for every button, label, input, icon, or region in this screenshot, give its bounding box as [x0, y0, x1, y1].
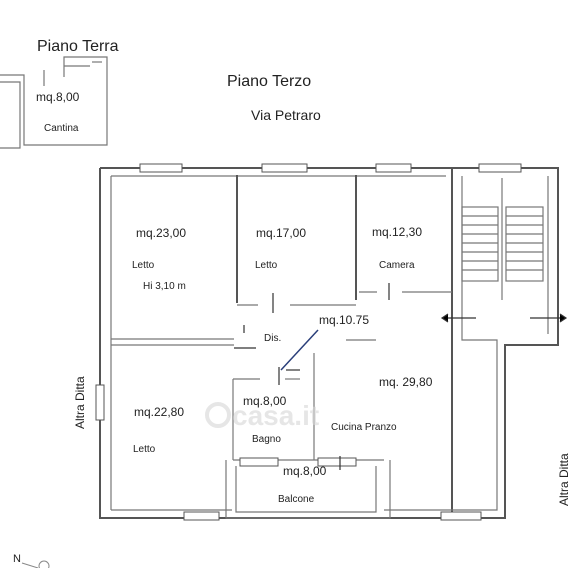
compass-north-label: N	[13, 553, 21, 565]
kitchen-name: Cucina Pranzo	[331, 422, 397, 433]
hall-pointer-line	[280, 329, 319, 371]
staircase	[440, 178, 568, 323]
doors	[234, 283, 390, 470]
ground-floor-heading: Piano Terra	[37, 38, 119, 55]
compass: N	[13, 553, 50, 568]
ceiling-height-note: Hi 3,10 m	[143, 281, 186, 292]
bedroom-3-name: Letto	[133, 444, 156, 455]
room-area: mq.12,30	[372, 225, 422, 239]
street-label: Via Petraro	[251, 107, 321, 123]
right-neighbour-label: Altra Ditta	[557, 453, 571, 506]
balcony-name: Balcone	[278, 494, 315, 505]
bathroom-area: mq.8,00	[243, 394, 287, 408]
cellar-area: mq.8,00	[36, 90, 80, 104]
balcony-area: mq.8,00	[283, 464, 327, 478]
bedroom-1-area: mq.23,00	[136, 226, 186, 240]
bedroom-2-name: Letto	[255, 260, 278, 271]
bedroom-2-area: mq.17,00	[256, 226, 306, 240]
watermark-text: casa.it	[232, 400, 319, 431]
watermark: casa.it	[205, 400, 319, 431]
windows	[95, 163, 522, 521]
cellar-name: Cantina	[44, 123, 79, 134]
bedroom-3-area: mq.22,80	[134, 405, 184, 419]
bathroom-name: Bagno	[252, 434, 281, 445]
room-name: Camera	[379, 260, 415, 271]
kitchen-area: mq. 29,80	[379, 375, 433, 389]
cellar-plan	[0, 56, 108, 149]
hall-name: Dis.	[264, 333, 281, 344]
left-neighbour-label: Altra Ditta	[73, 376, 87, 429]
third-floor-heading: Piano Terzo	[227, 73, 311, 90]
hall-area: mq.10.75	[319, 313, 369, 327]
bedroom-1-name: Letto	[132, 260, 155, 271]
